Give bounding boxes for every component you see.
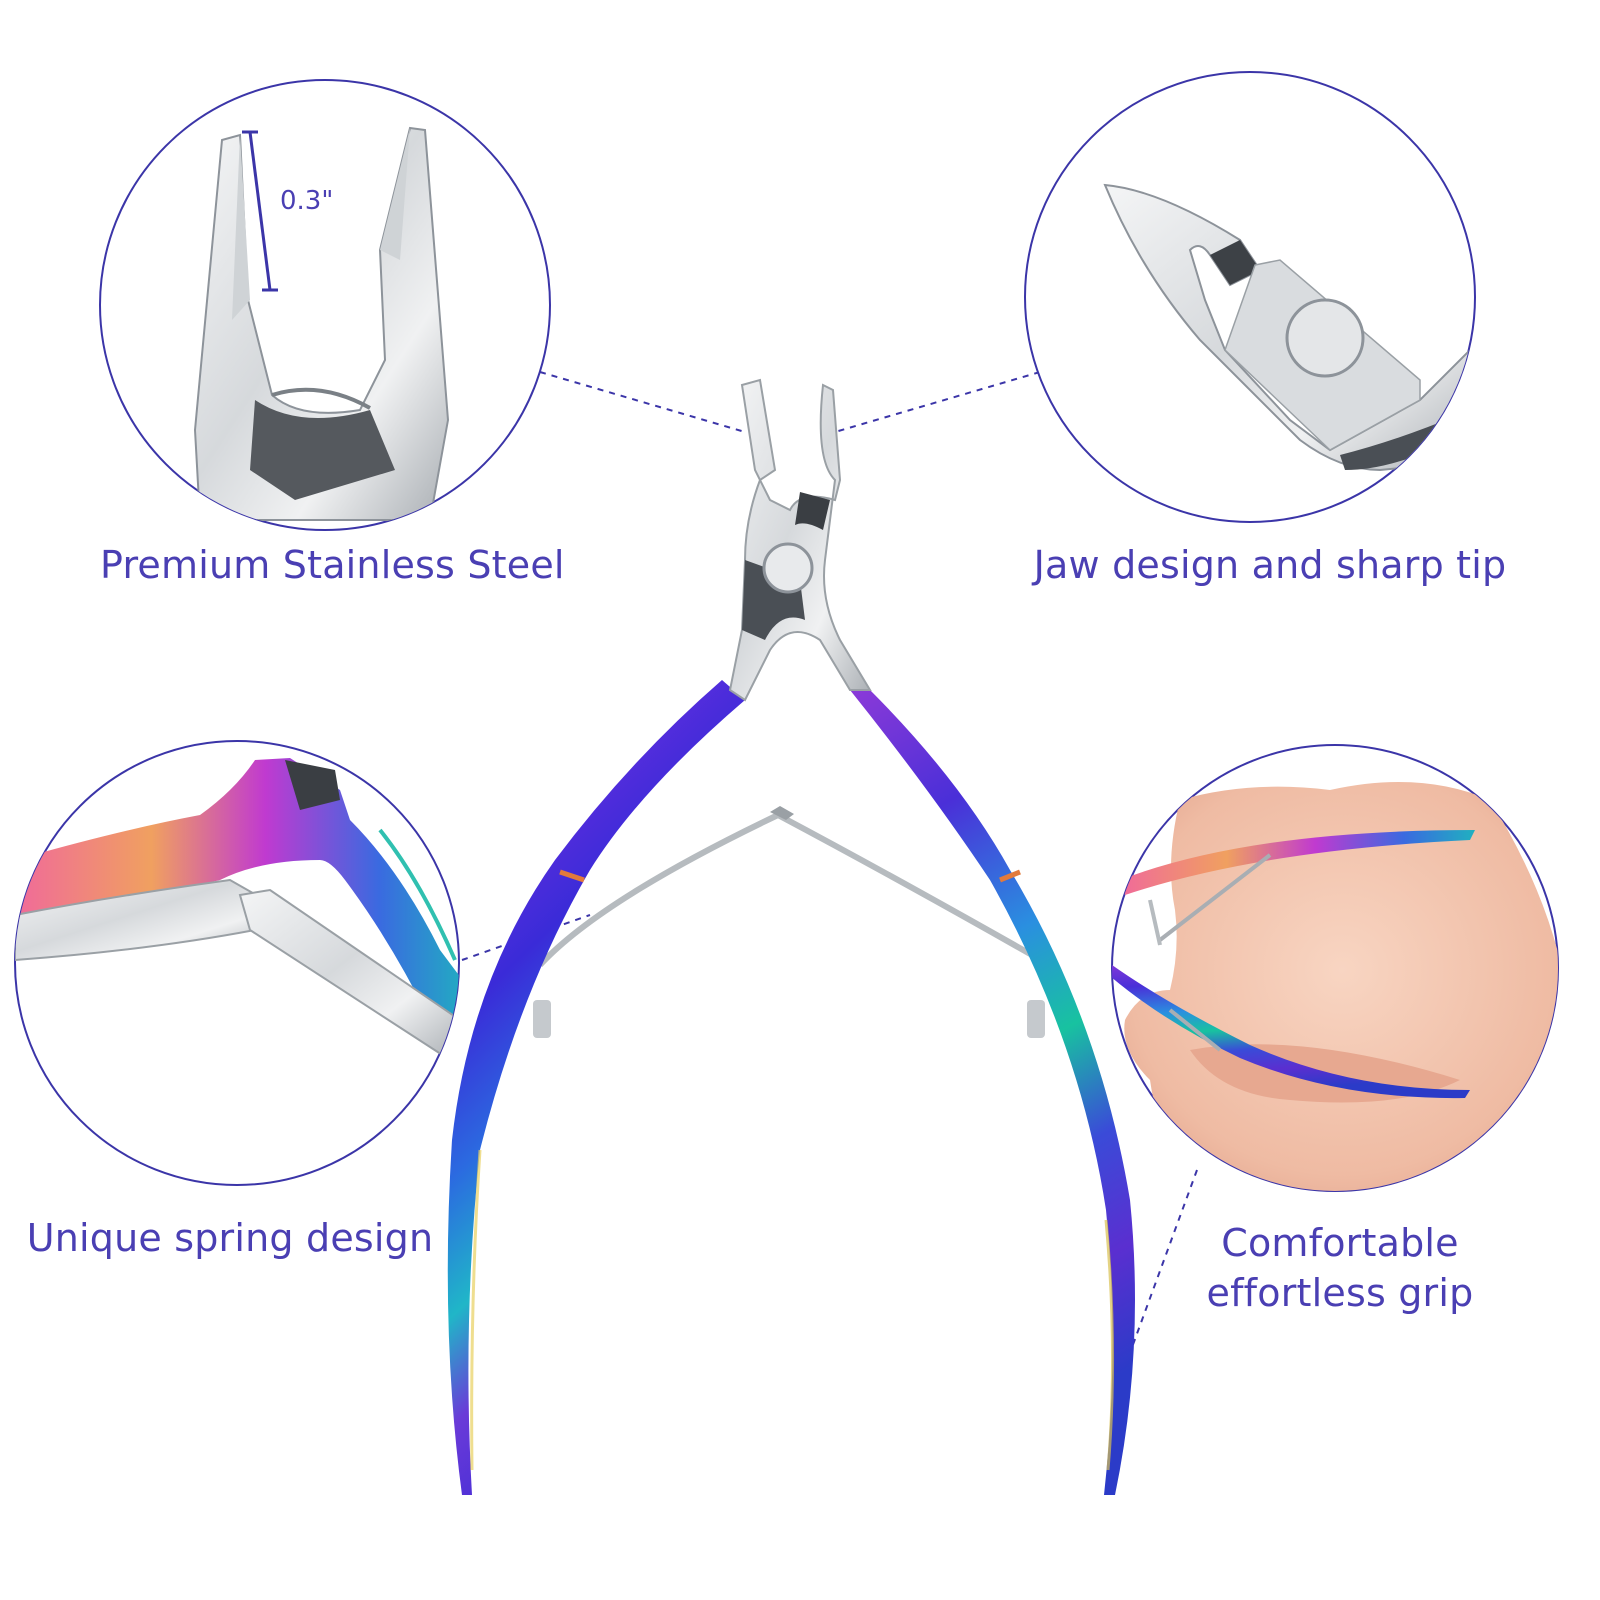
connector-lines xyxy=(461,371,1198,1381)
callout-grip xyxy=(1111,744,1559,1192)
cuticle-nipper-icon xyxy=(447,378,1135,1495)
caption-jaw: Jaw design and sharp tip xyxy=(1033,543,1507,587)
callout-jaw xyxy=(1024,71,1476,523)
caption-grip-line2: effortless grip xyxy=(1206,1271,1474,1315)
callout-steel xyxy=(99,79,551,531)
caption-grip: Comfortable effortless grip xyxy=(1180,1218,1500,1318)
callout-spring xyxy=(14,740,460,1186)
caption-steel: Premium Stainless Steel xyxy=(100,543,565,587)
spring-closeup-image xyxy=(15,758,459,1062)
measure-bracket xyxy=(242,130,278,292)
measure-label: 0.3" xyxy=(280,186,334,216)
jaw-closeup-image xyxy=(193,126,450,521)
caption-spring: Unique spring design xyxy=(26,1216,434,1260)
caption-grip-line1: Comfortable xyxy=(1221,1221,1459,1265)
hand-icon xyxy=(1112,782,1558,1191)
